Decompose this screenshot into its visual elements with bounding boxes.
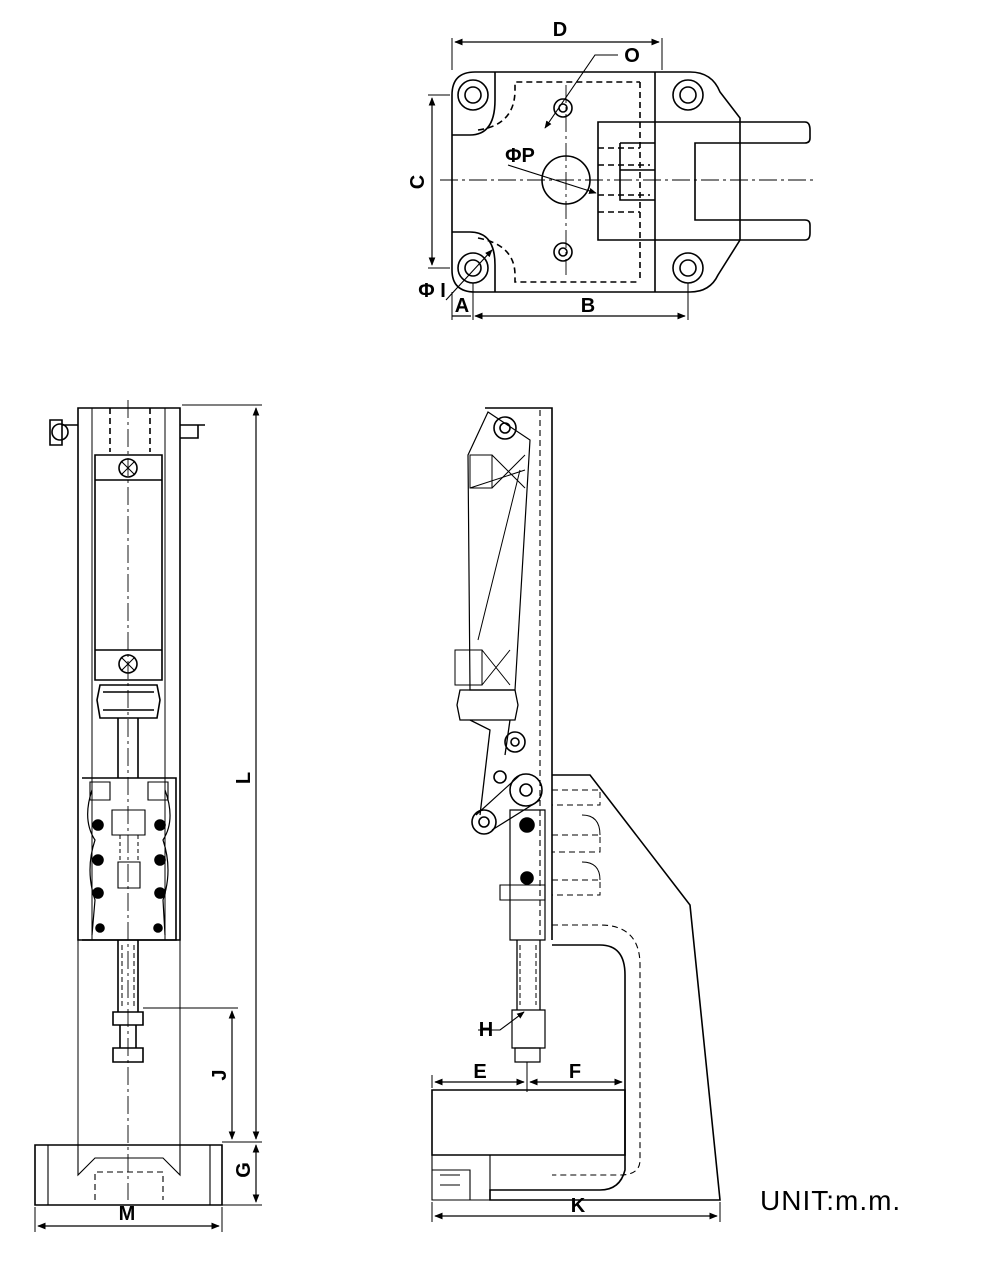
front-view (34, 400, 262, 1232)
side-cylinder (467, 411, 531, 691)
hole-o-bottom (553, 242, 573, 262)
label-p: ΦP (505, 145, 535, 167)
label-l: L (233, 772, 255, 784)
label-e: E (473, 1061, 486, 1083)
label-d: D (553, 19, 567, 41)
cylinder-nut (96, 684, 161, 719)
side-frame-arm (489, 774, 721, 1201)
toggle-housing (82, 777, 177, 941)
label-o: O (624, 45, 640, 67)
label-h: H (479, 1019, 493, 1041)
side-table (431, 1089, 626, 1156)
hole-bottom-right (672, 252, 704, 284)
hole-bottom-left (457, 252, 489, 284)
top-view (428, 38, 815, 320)
label-c: C (407, 175, 429, 189)
plunger-tip (112, 1047, 144, 1063)
unit-note: UNIT:m.m. (760, 1185, 902, 1216)
front-base (34, 1144, 223, 1206)
top-inner-block (452, 72, 496, 292)
hole-top-left (457, 79, 489, 111)
hole-top-right (672, 79, 704, 111)
side-view (431, 407, 721, 1222)
label-a: A (455, 295, 469, 317)
label-i: Φ I (418, 280, 446, 302)
label-j: J (209, 1069, 231, 1080)
fork-arm (597, 121, 811, 241)
label-g: G (233, 1162, 255, 1178)
side-column (485, 407, 553, 940)
hole-o-top (553, 98, 573, 118)
top-pin (49, 419, 205, 446)
label-k: K (571, 1195, 586, 1217)
label-b: B (581, 295, 595, 317)
plunger (117, 940, 139, 1012)
cylinder-body (94, 454, 163, 681)
top-base-plate (451, 71, 741, 293)
label-m: M (119, 1203, 136, 1225)
label-f: F (569, 1061, 581, 1083)
